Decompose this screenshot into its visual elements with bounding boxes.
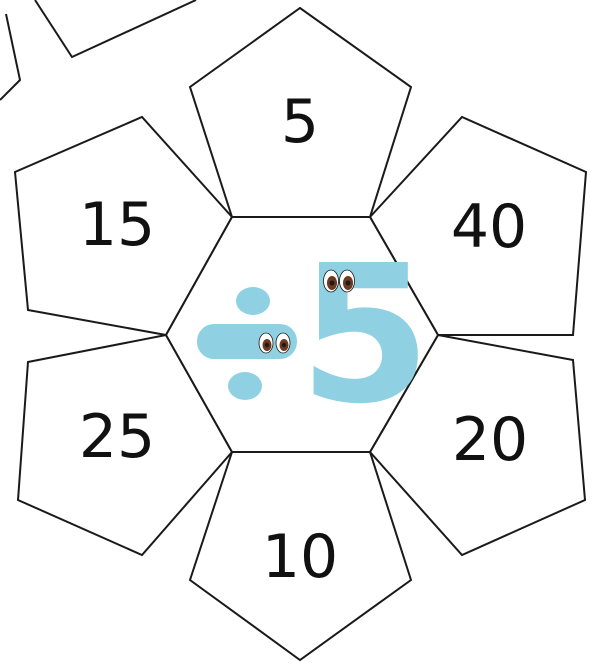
petal-top: 5 [190,8,411,217]
divisor-character: 5 [299,225,431,446]
petal-bottom-number: 10 [262,522,338,592]
petal-bottom-right-number: 20 [452,405,528,475]
petal-top-left-number: 15 [79,190,155,260]
petal-bottom: 10 [190,452,411,660]
divisor-number: 5 [299,225,431,446]
petal-top-right-number: 40 [451,192,527,262]
division-bottom-dot [228,372,262,400]
neighbor-petal-edge [35,0,196,57]
petal-top-number: 5 [281,87,319,157]
division-top-dot [236,287,270,315]
neighbor-flower-fragment [0,0,196,100]
neighbor-petal-edge-left [0,14,20,100]
petal-bottom-left-number: 25 [79,402,155,472]
